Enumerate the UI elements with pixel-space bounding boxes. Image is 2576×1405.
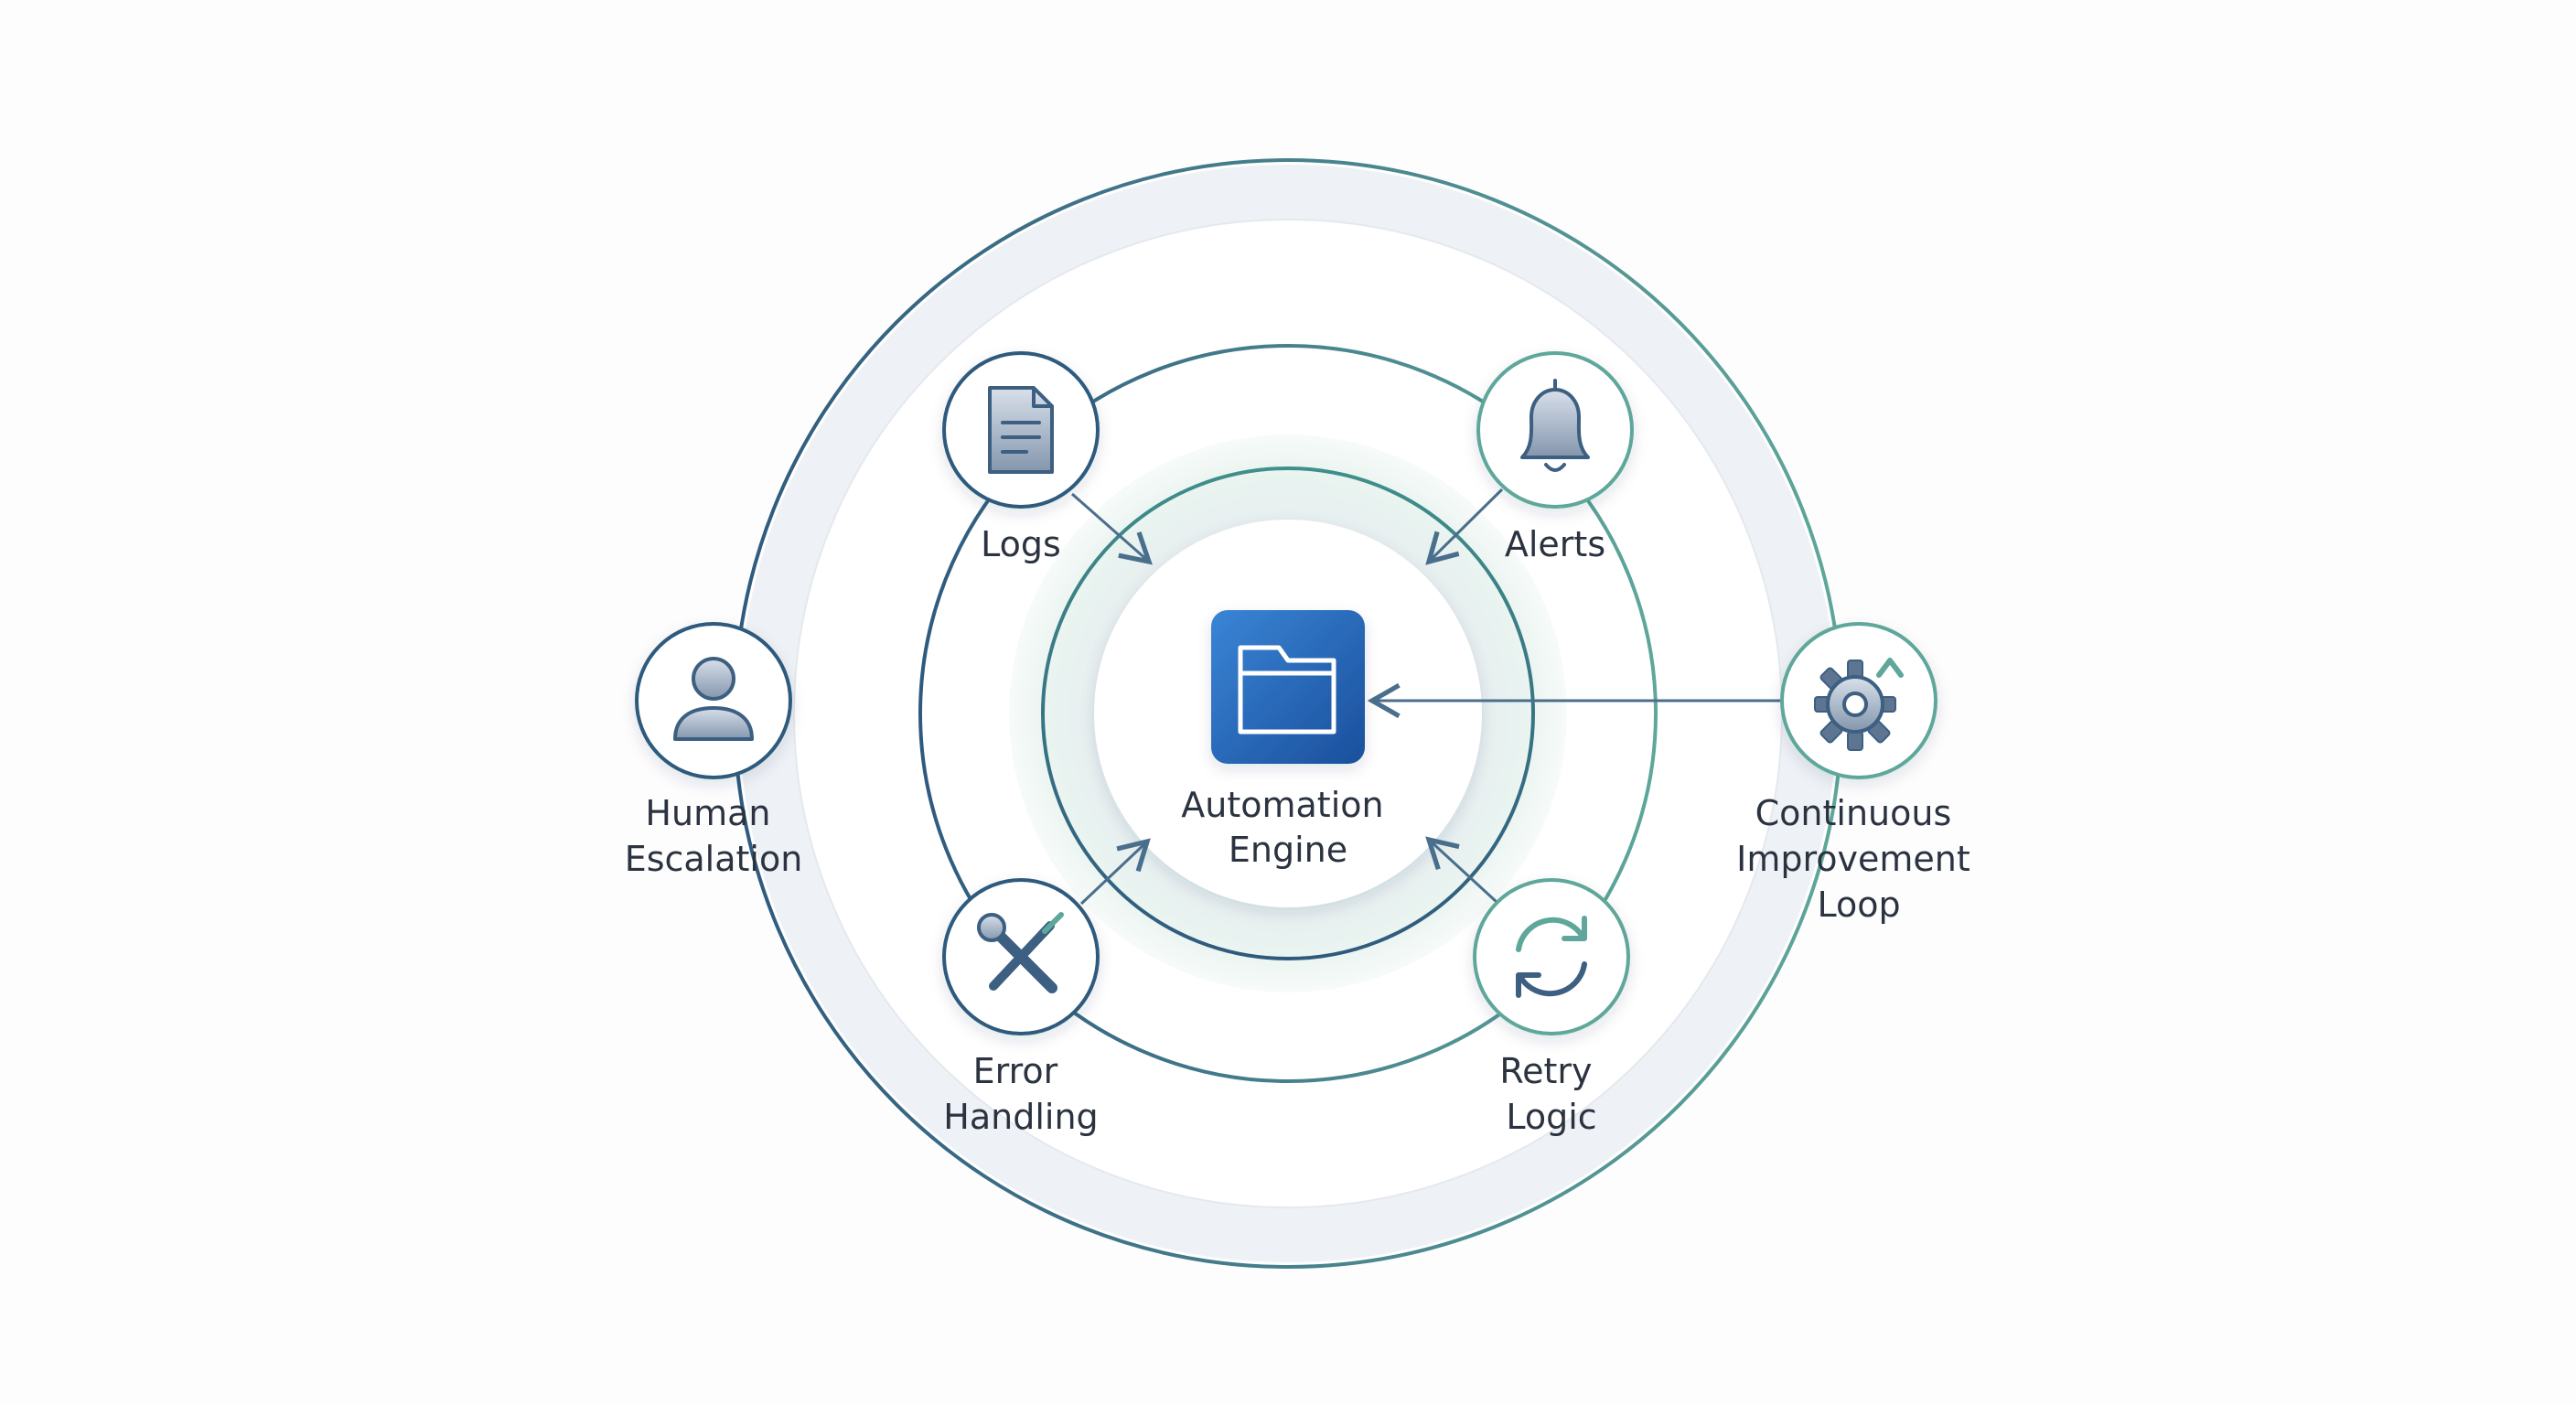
document-icon	[988, 386, 1054, 474]
connector-lines	[1071, 488, 1780, 906]
refresh-icon	[1516, 916, 1587, 998]
engine-tile	[1211, 610, 1365, 764]
arrow-alerts-to-engine	[1425, 488, 1504, 565]
folder-icon	[1238, 645, 1336, 735]
node-logs[interactable]: Logs	[942, 351, 1100, 564]
improvement-label-line-1: Continuous	[1755, 793, 1952, 833]
node-retry-logic[interactable]: Retry Logic	[1473, 878, 1630, 1137]
error-handling-label-line-2: Handling	[943, 1097, 1098, 1137]
bell-icon	[1520, 379, 1590, 472]
alerts-label: Alerts	[1505, 524, 1605, 564]
svg-text:Alerts: Alerts	[1505, 524, 1605, 564]
svg-text:Error Handling: Error Handling	[943, 1051, 1098, 1137]
gear-arrow-icon	[1814, 658, 1904, 751]
improvement-label-line-2: Improvement	[1736, 839, 1970, 879]
node-error-handling[interactable]: Error Handling	[942, 878, 1100, 1137]
svg-text:Logs: Logs	[981, 524, 1061, 564]
improvement-label-line-3: Loop	[1817, 885, 1900, 925]
node-human-escalation[interactable]: Human Escalation	[625, 622, 803, 879]
middle-ring	[918, 344, 1658, 1083]
svg-text:Human Escalation: Human Escalation	[625, 793, 803, 879]
node-alerts[interactable]: Alerts	[1476, 351, 1634, 564]
svg-text:Retry Logic: Retry Logic	[1499, 1051, 1603, 1137]
arrow-logs-to-engine	[1071, 492, 1153, 565]
node-continuous-improvement-loop[interactable]: Continuous Improvement Loop	[1736, 622, 1981, 925]
error-handling-label-line-1: Error	[973, 1051, 1058, 1091]
svg-text:Automation Engine: Automation Engine	[1181, 785, 1394, 870]
engine-label-line-2: Engine	[1229, 830, 1347, 870]
human-escalation-label-line-2: Escalation	[625, 839, 803, 879]
retry-logic-label-line-1: Retry	[1499, 1051, 1592, 1091]
engine-label-line-1: Automation	[1181, 785, 1383, 825]
human-escalation-label-line-1: Human	[645, 793, 770, 833]
svg-text:Continuous Improvement: Continuous Improvement Loop	[1736, 793, 1981, 925]
arrow-retry-to-engine	[1425, 836, 1498, 904]
retry-logic-label-line-2: Logic	[1506, 1097, 1596, 1137]
person-icon	[673, 657, 754, 741]
wrench-screwdriver-icon	[977, 912, 1064, 993]
logs-label: Logs	[981, 524, 1061, 564]
arrow-error-to-engine	[1079, 838, 1151, 906]
automation-engine: Automation Engine	[1181, 610, 1394, 870]
